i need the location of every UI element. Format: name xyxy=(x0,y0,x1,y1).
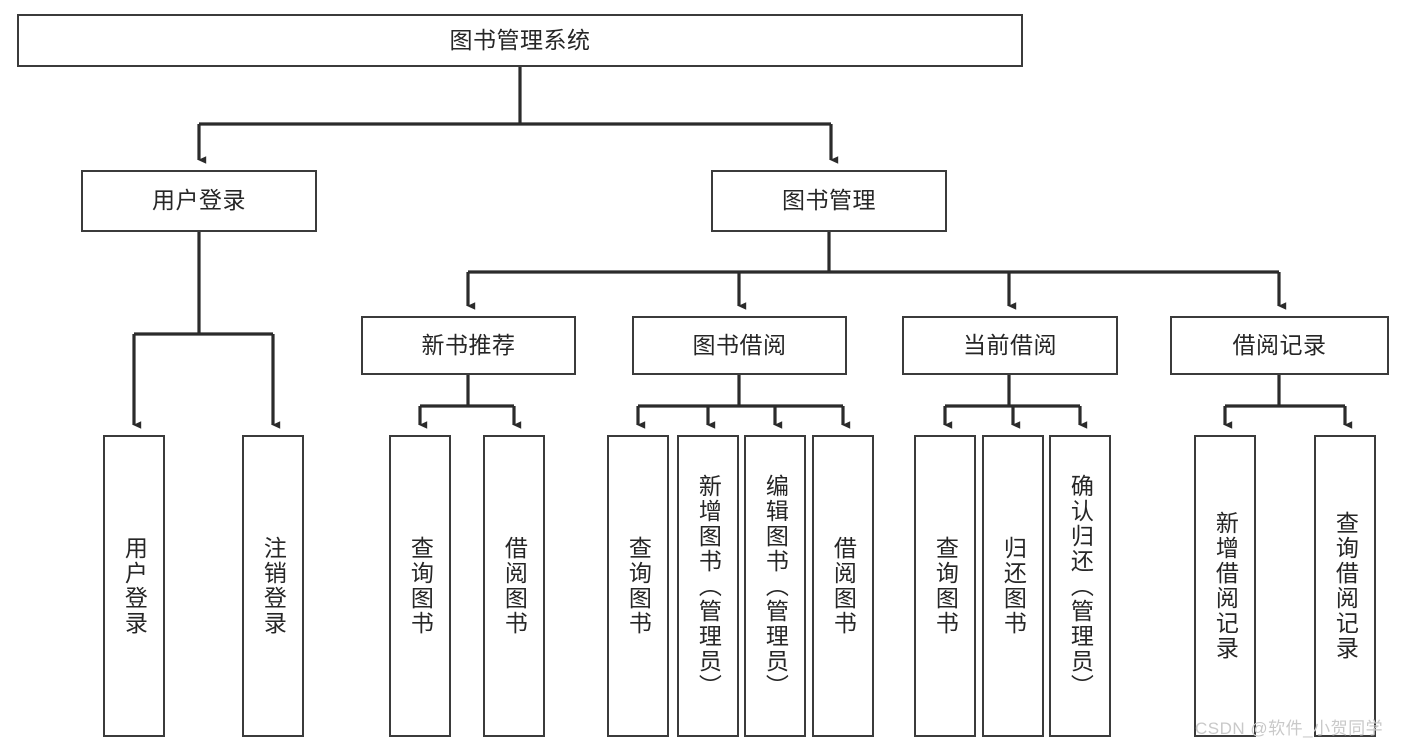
node-leaf-confirm-return-admin-label: 确认归还（管理员） xyxy=(1067,473,1094,699)
node-user-login[interactable]: 用户登录 xyxy=(81,170,317,232)
node-leaf-query-borrow-record[interactable]: 查询借阅记录 xyxy=(1314,435,1376,737)
node-leaf-borrow-book-recommend-label: 借阅图书 xyxy=(501,536,528,636)
node-leaf-add-book-admin[interactable]: 新增图书（管理员） xyxy=(677,435,739,737)
node-leaf-query-borrow-record-label: 查询借阅记录 xyxy=(1332,511,1359,661)
node-current-borrow[interactable]: 当前借阅 xyxy=(902,316,1118,375)
node-user-login-label: 用户登录 xyxy=(152,187,246,214)
node-leaf-query-book-recommend[interactable]: 查询图书 xyxy=(389,435,451,737)
node-book-management-label: 图书管理 xyxy=(782,187,876,214)
node-new-book-recommend[interactable]: 新书推荐 xyxy=(361,316,576,375)
node-leaf-confirm-return-admin[interactable]: 确认归还（管理员） xyxy=(1049,435,1111,737)
node-new-book-recommend-label: 新书推荐 xyxy=(421,331,516,358)
node-leaf-borrow-book-label: 借阅图书 xyxy=(830,536,857,636)
node-leaf-query-book-current-label: 查询图书 xyxy=(932,536,959,636)
node-leaf-edit-book-admin[interactable]: 编辑图书（管理员） xyxy=(744,435,806,737)
node-leaf-borrow-book-recommend[interactable]: 借阅图书 xyxy=(483,435,545,737)
node-current-borrow-label: 当前借阅 xyxy=(963,331,1057,358)
node-book-management[interactable]: 图书管理 xyxy=(711,170,947,232)
node-leaf-query-book-current[interactable]: 查询图书 xyxy=(914,435,976,737)
node-borrow-record-label: 借阅记录 xyxy=(1232,331,1327,358)
node-leaf-user-login[interactable]: 用户登录 xyxy=(103,435,165,737)
node-leaf-query-book-borrow[interactable]: 查询图书 xyxy=(607,435,669,737)
node-leaf-query-book-recommend-label: 查询图书 xyxy=(407,536,434,636)
node-leaf-borrow-book[interactable]: 借阅图书 xyxy=(812,435,874,737)
csdn-watermark: CSDN @软件_小贺同学 xyxy=(1195,719,1384,738)
node-book-borrow-label: 图书借阅 xyxy=(692,331,787,358)
node-leaf-logout-login-label: 注销登录 xyxy=(260,536,287,636)
node-leaf-add-book-admin-label: 新增图书（管理员） xyxy=(695,473,722,699)
node-leaf-user-login-label: 用户登录 xyxy=(121,536,148,636)
node-leaf-return-book-label: 归还图书 xyxy=(1000,536,1027,636)
node-leaf-return-book[interactable]: 归还图书 xyxy=(982,435,1044,737)
node-leaf-logout-login[interactable]: 注销登录 xyxy=(242,435,304,737)
node-root[interactable]: 图书管理系统 xyxy=(17,14,1023,67)
node-root-label: 图书管理系统 xyxy=(449,26,591,53)
node-leaf-add-borrow-record-label: 新增借阅记录 xyxy=(1212,511,1239,661)
node-borrow-record[interactable]: 借阅记录 xyxy=(1170,316,1389,375)
node-leaf-edit-book-admin-label: 编辑图书（管理员） xyxy=(762,473,789,699)
node-leaf-query-book-borrow-label: 查询图书 xyxy=(625,536,652,636)
node-leaf-add-borrow-record[interactable]: 新增借阅记录 xyxy=(1194,435,1256,737)
node-book-borrow[interactable]: 图书借阅 xyxy=(632,316,847,375)
